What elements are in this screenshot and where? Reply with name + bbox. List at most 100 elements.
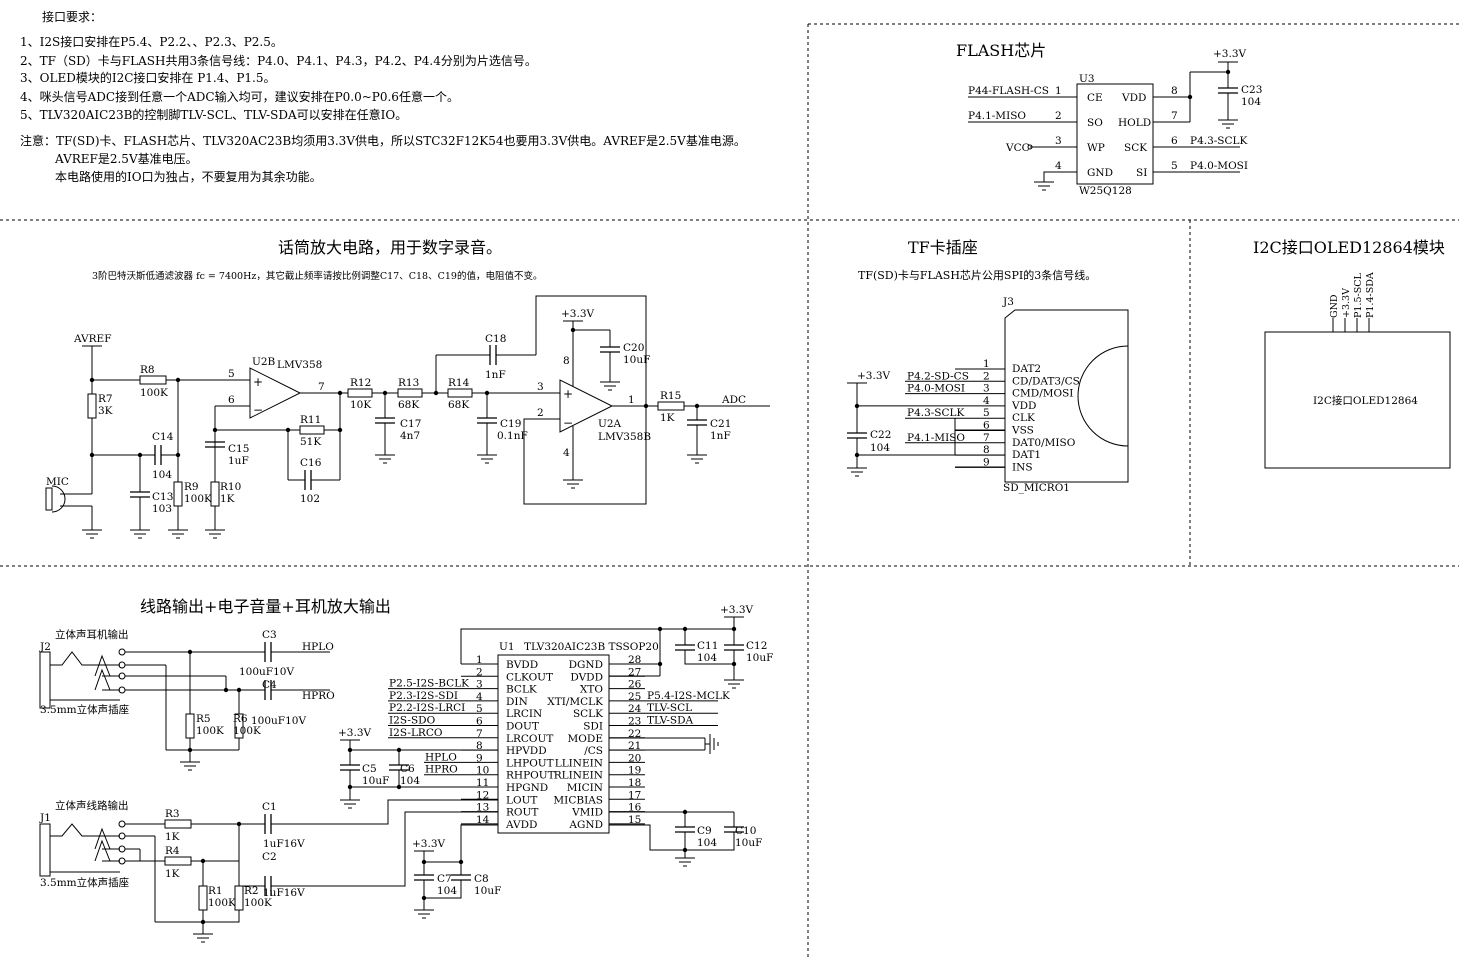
u1-pin-num: 28 (628, 654, 641, 666)
r9-resistor (173, 481, 183, 507)
flash-pin-num: 2 (1055, 110, 1062, 122)
part-val: 100K (140, 387, 168, 399)
part-val: 1K (660, 412, 675, 424)
ground-symbol (1034, 181, 1054, 191)
u1-pin-name: CLKOUT (506, 671, 553, 683)
tf-pin-num: 8 (983, 444, 990, 456)
u1-pin-name: LRCOUT (506, 733, 553, 745)
avref-label: AVREF (73, 333, 112, 345)
pin-num: 8 (563, 355, 570, 367)
tf-pin-num: 5 (983, 407, 990, 419)
ground-symbol (847, 467, 867, 477)
ground-symbol (687, 454, 707, 464)
note-attention-1: 注意：TF(SD)卡、FLASH芯片、TLV320AC23B均须用3.3V供电，… (20, 133, 746, 148)
part-ref: C21 (710, 418, 731, 430)
part-val: 1K (165, 868, 180, 880)
r14-resistor (447, 388, 473, 398)
part-ref: C9 (697, 825, 712, 837)
flash-pin-num: 1 (1055, 85, 1062, 97)
u1-pin-num: 10 (476, 765, 489, 777)
ground-symbol (724, 679, 744, 689)
part-ref: C1 (262, 801, 277, 813)
part-val: 100K (196, 725, 224, 737)
part-ref: R8 (140, 364, 155, 376)
u1-pin-num: 4 (476, 691, 483, 703)
mic-title: 话筒放大电路，用于数字录音。 (278, 238, 502, 257)
part-ref: C6 (400, 763, 415, 775)
tf-net-label: P4.0-MOSI (907, 383, 965, 395)
adc-label: ADC (721, 394, 746, 406)
tf-pin-name: VDD (1011, 400, 1036, 412)
part-val: 103 (152, 503, 172, 515)
u1-pin-num: 8 (476, 740, 483, 752)
oled-pin-label: P1.4-SDA (1365, 272, 1376, 318)
part-val: 100K (233, 725, 261, 737)
pin-num: 1 (628, 394, 635, 406)
u1-pin-name: RLINEIN (554, 770, 603, 782)
part-ref: C10 (735, 825, 756, 837)
part-val: 3K (98, 405, 113, 417)
j1-title: 立体声线路输出 (55, 799, 129, 812)
r1-resistor (198, 885, 208, 911)
tf-pin-num: 1 (983, 358, 990, 370)
u1-pin-num: 19 (628, 765, 641, 777)
part-ref: C2 (262, 851, 277, 863)
flash-chip-body (1076, 83, 1154, 185)
u1-pin-num: 7 (476, 728, 483, 740)
u1-pin-num: 5 (476, 703, 483, 715)
part-val: 100uF10V (251, 715, 306, 727)
part-val: 68K (398, 399, 419, 411)
svg-text:+: + (253, 375, 263, 389)
part-val: 104 (152, 469, 172, 481)
part-ref: R6 (233, 713, 248, 725)
part-val: 10uF (735, 837, 762, 849)
part-val: 104 (697, 652, 717, 664)
ground-symbol (1218, 119, 1238, 129)
flash-ref: U3 (1079, 73, 1095, 85)
u1-pin-name: BVDD (506, 659, 538, 671)
u2b-opamp (249, 367, 302, 419)
j2-jack-icon (39, 651, 51, 709)
u2a-part: LMV358B (598, 431, 651, 443)
u1-pin-num: 25 (628, 691, 641, 703)
u1-pin-num: 17 (628, 789, 641, 801)
u1-pin-num: 13 (476, 802, 489, 814)
part-val: 1uF16V (263, 838, 305, 850)
part-val: 1K (220, 493, 235, 505)
part-val: 100K (184, 493, 212, 505)
part-ref: C20 (623, 342, 644, 354)
hplo-net: HPLO (302, 641, 334, 653)
tf-pin-num: 9 (983, 456, 990, 468)
ground-symbol (130, 529, 150, 539)
u1-pin-name: HPVDD (506, 745, 547, 757)
part-val: 1uF16V (263, 887, 305, 899)
j1-jack-icon (39, 823, 51, 877)
r15-resistor (657, 401, 685, 411)
part-ref: R11 (300, 414, 321, 426)
pin-num: 2 (537, 407, 544, 419)
tf-ref: J3 (1002, 296, 1014, 308)
part-ref: C11 (697, 640, 718, 652)
flash-pin-name: SO (1087, 117, 1103, 129)
part-val: 10uF (623, 354, 650, 366)
u1-pin-name: VMID (571, 807, 603, 819)
u1-ref: U1 (499, 641, 515, 653)
tf-pin-num: 4 (983, 395, 990, 407)
tf-net-label: P4.2-SD-CS (907, 370, 969, 382)
u1-pin-name: MICIN (567, 782, 603, 794)
flash-pin-num: 3 (1055, 135, 1062, 147)
u2a-opamp (559, 379, 614, 433)
part-ref: C4 (262, 679, 277, 691)
r2-resistor (234, 885, 244, 911)
part-ref: C19 (500, 418, 521, 430)
u1-pin-name: XTO (580, 684, 603, 696)
u2b-part: LMV358 (277, 359, 322, 371)
tf-pin-num: 2 (983, 370, 990, 382)
oled-section: I2C接口OLED12864模块 I2C接口OLED12864 GND+3.3V… (1253, 238, 1451, 469)
avdd-supply: +3.3V (412, 838, 445, 850)
u1-pin-name: DGND (569, 659, 603, 671)
ground-symbol (709, 734, 719, 754)
tf-cap-ref: C22 (870, 429, 891, 441)
tf-net-label: P4.1-MISO (907, 432, 965, 444)
